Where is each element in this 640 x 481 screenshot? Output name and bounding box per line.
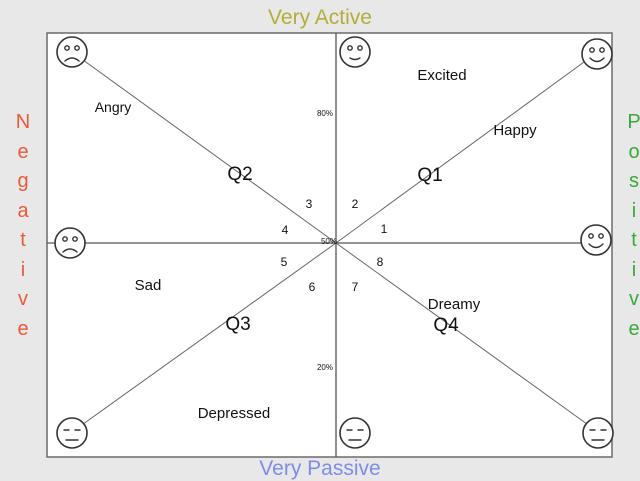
diagonal-negative-active: [71, 51, 337, 244]
sector-number-1: 1: [381, 222, 388, 236]
positive-letter: i: [631, 258, 637, 281]
percent-label-80: 80%: [317, 109, 333, 118]
negative-letter: e: [17, 140, 29, 163]
sleepy-face-icon: [339, 417, 371, 449]
negative-letter: v: [18, 288, 28, 310]
axis-title-very-active: Very Active: [268, 6, 372, 29]
percent-label-20: 20%: [317, 363, 333, 372]
emotion-label-angry: Angry: [95, 99, 132, 115]
diagonal-positive-passive: [335, 242, 599, 433]
sleepy-face-icon: [582, 417, 614, 449]
negative-letter: i: [20, 258, 26, 281]
diagonal-positive-active: [335, 53, 596, 244]
open-face-icon: [339, 36, 371, 68]
sector-number-3: 3: [306, 197, 313, 211]
sector-number-4: 4: [282, 223, 289, 237]
axis-title-very-passive: Very Passive: [259, 457, 381, 480]
sector-number-8: 8: [377, 255, 384, 269]
emotion-label-excited: Excited: [417, 67, 466, 84]
percent-label-50: 50%: [321, 237, 337, 246]
emotion-label-happy: Happy: [493, 122, 537, 139]
quadrant-label-q1: Q1: [417, 165, 442, 186]
positive-letter: s: [629, 170, 639, 192]
positive-letter: t: [631, 229, 637, 251]
diagram-panel: [46, 32, 613, 458]
smile-face-icon: [581, 38, 613, 70]
quadrant-label-q4: Q4: [433, 315, 459, 336]
negative-letter: N: [15, 111, 31, 133]
positive-letter: i: [631, 199, 637, 222]
negative-letter: a: [17, 199, 29, 222]
emotion-label-sad: Sad: [135, 277, 162, 294]
sector-number-6: 6: [309, 280, 316, 294]
emotion-label-dreamy: Dreamy: [428, 296, 481, 313]
positive-letter: e: [628, 317, 640, 340]
positive-letter: o: [628, 140, 640, 163]
sector-number-7: 7: [352, 280, 359, 294]
frown-face-icon: [56, 36, 88, 68]
frown-face-icon: [54, 227, 86, 259]
positive-letter: P: [627, 111, 640, 133]
emotion-label-depressed: Depressed: [198, 405, 271, 422]
negative-letter: e: [17, 317, 29, 340]
diagonal-negative-passive: [71, 242, 337, 433]
smile-face-icon: [580, 224, 612, 256]
quadrant-label-q3: Q3: [225, 314, 250, 335]
sector-number-5: 5: [281, 255, 288, 269]
sleepy-face-icon: [56, 417, 88, 449]
quadrant-label-q2: Q2: [227, 164, 252, 185]
sector-number-2: 2: [352, 197, 359, 211]
positive-letter: v: [629, 288, 639, 310]
negative-letter: g: [17, 170, 29, 192]
negative-letter: t: [20, 229, 26, 251]
